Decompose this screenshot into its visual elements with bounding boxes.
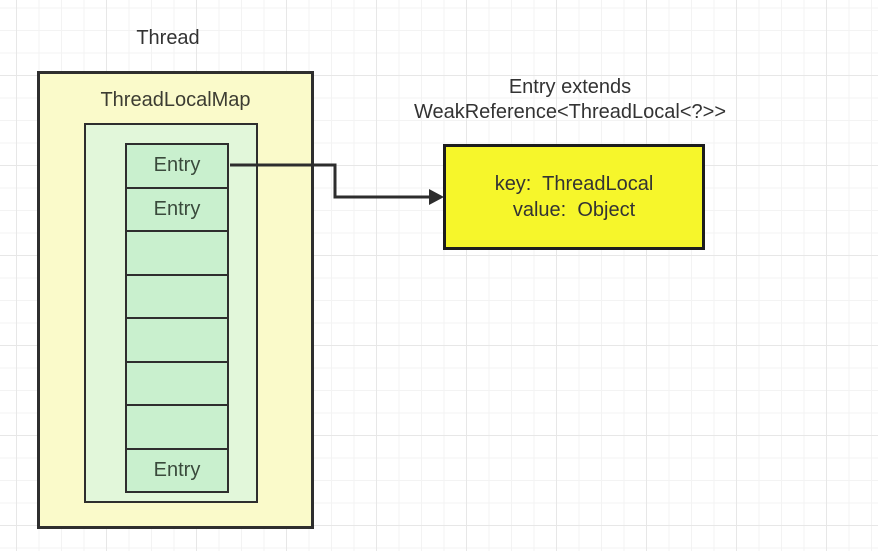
entry-cell-4 bbox=[125, 317, 229, 363]
entry-detail-key: key: ThreadLocal bbox=[494, 173, 654, 195]
entry-annotation-line1: Entry extends bbox=[508, 76, 632, 98]
entry-table: Entry Entry Entry bbox=[125, 143, 229, 494]
entry-cell-0: Entry bbox=[125, 143, 229, 189]
entry-cell-6 bbox=[125, 404, 229, 450]
entry-cell-1: Entry bbox=[125, 186, 229, 233]
entry-cell-2 bbox=[125, 230, 229, 276]
entry-annotation-line2: WeakReference<ThreadLocal<?>> bbox=[413, 101, 727, 123]
thread-label: Thread bbox=[136, 27, 200, 49]
entry-annotation: Entry extends WeakReference<ThreadLocal<… bbox=[390, 75, 750, 125]
entry-detail-box: key: ThreadLocal value: Object bbox=[443, 144, 705, 250]
entry-cell-7: Entry bbox=[125, 447, 229, 494]
threadlocalmap-title: ThreadLocalMap bbox=[100, 89, 251, 111]
entry-cell-3 bbox=[125, 273, 229, 320]
entry-cell-5 bbox=[125, 360, 229, 407]
entry-detail-value: value: Object bbox=[512, 199, 636, 221]
